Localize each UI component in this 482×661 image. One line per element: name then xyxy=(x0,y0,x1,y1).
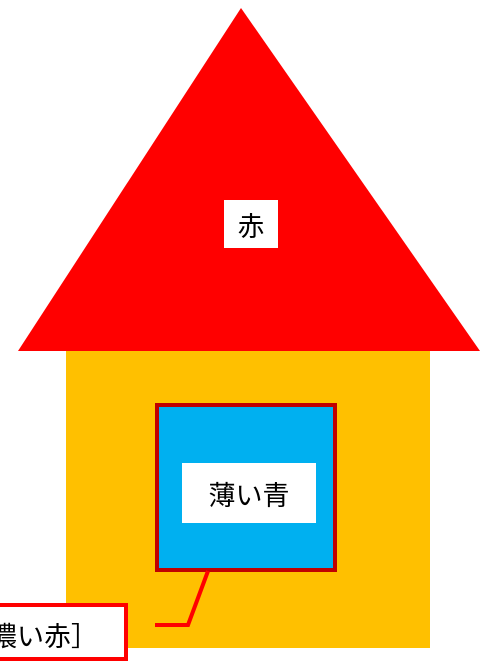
callout-box: 濃い赤］ xyxy=(0,603,128,661)
house-roof xyxy=(18,8,480,351)
roof-label: 赤 xyxy=(224,200,278,248)
window-label: 薄い青 xyxy=(182,463,316,523)
callout-label: 濃い赤］ xyxy=(0,622,98,653)
callout-leader-line xyxy=(155,570,210,627)
